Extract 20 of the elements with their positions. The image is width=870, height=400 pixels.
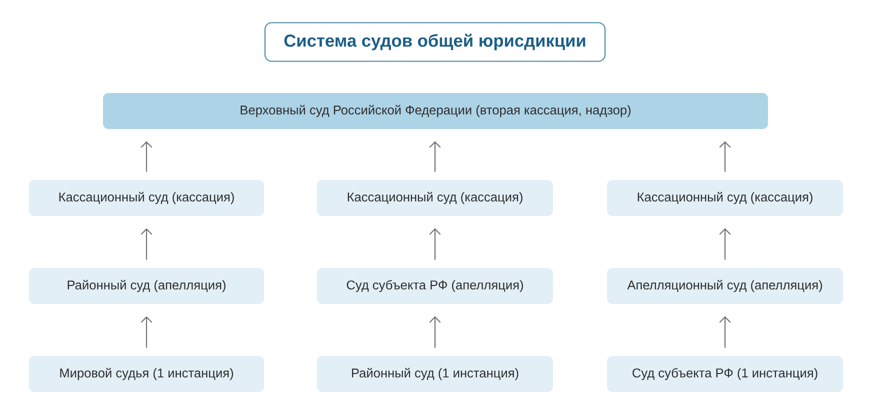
arrow [719, 316, 731, 348]
court-box: Суд субъекта РФ (апелляция) [317, 268, 553, 304]
court-box: Кассационный суд (кассация) [607, 180, 843, 216]
court-box: Верховный суд Российской Федерации (вторая кассация, надзор) [103, 93, 768, 129]
arrow [719, 228, 731, 260]
court-box: Районный суд (1 инстанция) [317, 356, 553, 392]
arrow [140, 228, 152, 260]
court-box: Мировой судья (1 инстанция) [29, 356, 264, 392]
court-box: Кассационный суд (кассация) [29, 180, 264, 216]
arrow [429, 316, 441, 348]
arrow [719, 141, 731, 172]
court-box: Апелляционный суд (апелляция) [607, 268, 843, 304]
title-box: Система судов общей юрисдикции [264, 22, 606, 62]
arrow [140, 141, 152, 172]
arrow [140, 316, 152, 348]
court-box: Суд субъекта РФ (1 инстанция) [607, 356, 843, 392]
court-box: Кассационный суд (кассация) [317, 180, 553, 216]
arrow [429, 141, 441, 172]
arrow [429, 228, 441, 260]
court-box: Районный суд (апелляция) [29, 268, 264, 304]
